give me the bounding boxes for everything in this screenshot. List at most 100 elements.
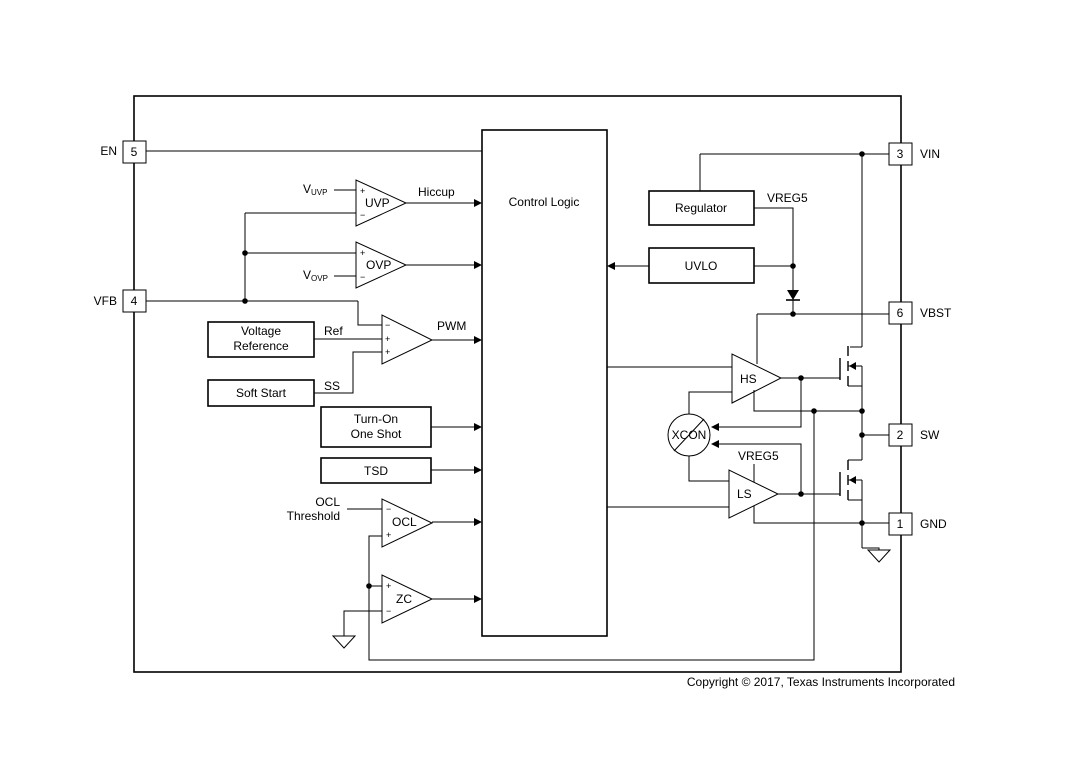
pin-vbst-number: 6 [897,306,904,320]
vreg5-top-label: VREG5 [767,191,808,205]
zc-label: ZC [396,592,412,606]
zc-plus: + [386,581,391,591]
ocl-comparator [381,498,434,548]
soft-start-label: Soft Start [236,386,287,400]
wire-xcon-hs [688,391,732,414]
turn-on-line1: Turn-On [354,412,398,426]
copyright: Copyright © 2017, Texas Instruments Inco… [687,675,955,689]
hs-label: HS [740,372,757,386]
wire-hs-feedback [719,378,802,428]
uvlo-label: UVLO [685,259,718,273]
voltage-reference-line1: Voltage [241,324,281,338]
pin-vin-label: VIN [920,147,940,161]
voltage-reference-line2: Reference [233,339,289,353]
uvlo-block [648,247,755,284]
vuvp-label: VUVP [303,182,327,197]
ls-mosfet-arrow [849,476,856,484]
node-vreg5 [790,263,796,269]
ground-right [866,549,892,563]
pin-vin-number: 3 [897,147,904,161]
pin-gnd-label: GND [920,517,947,531]
pwm-label: PWM [437,319,466,333]
wire-ls-ground [753,506,862,524]
wire-hs-source [753,390,862,412]
arrow-zc [474,595,482,603]
xcon-slash [673,418,705,452]
control-logic-block [481,129,608,637]
ss-label: SS [324,379,340,393]
hs-mosfet-source [848,385,863,411]
arrow-ls-feedback [711,440,719,448]
pwm-plus-2: + [385,347,390,357]
vreg5-bottom-label: VREG5 [738,449,779,463]
ocl-threshold-line1: OCL [315,495,340,509]
hiccup-label: Hiccup [418,185,455,199]
ovp-plus: + [360,248,365,258]
zc-minus: − [386,606,391,616]
turn-on-one-shot-block [320,406,432,448]
ovp-comparator [355,241,408,289]
pin-vbst-box [888,301,913,325]
pin-en-label: EN [100,144,117,158]
pin-vbst-label: VBST [920,306,952,320]
ocl-plus: + [386,530,391,540]
pin-gnd-box [888,512,913,536]
pin-sw-label: SW [920,428,940,442]
wire-xcon-ls [688,456,732,482]
wire-gnd-symbol [862,547,880,550]
arrow-uvlo [607,262,615,270]
xcon-label: XCON [672,428,707,442]
chip-outline [133,95,902,673]
tsd-label: TSD [364,464,388,478]
ls-label: LS [737,487,752,501]
wire-vfb-pwm [357,301,382,326]
ovp-minus: − [360,272,365,282]
ovp-label: OVP [366,258,391,272]
uvp-minus: − [360,210,365,220]
arrow-tsd [474,466,482,474]
pin-en-box [122,140,147,164]
wire-zc-minus-gnd [343,610,382,636]
tsd-block [320,457,432,484]
regulator-label: Regulator [675,201,727,215]
pin-vfb-label: VFB [94,294,117,308]
ocl-threshold-line2: Threshold [287,509,340,523]
pwm-minus: − [385,320,390,330]
arrow-hiccup [474,199,482,207]
arrow-hs-feedback [711,423,719,431]
control-logic-label: Control Logic [509,195,580,209]
soft-start-block [207,379,315,407]
node-vfb-2 [242,298,248,304]
wire-ss [314,351,382,394]
pwm-plus-1: + [385,334,390,344]
hs-driver [731,353,783,404]
ocl-label: OCL [392,515,417,529]
hs-mosfet-arrow [849,362,856,370]
pin-sw-number: 2 [897,428,904,442]
ref-label: Ref [324,324,343,338]
node-sw-1 [811,408,817,414]
regulator-block [648,190,755,226]
wire-ocl-plus [368,535,382,586]
uvp-plus: + [360,186,365,196]
node-vfb-1 [242,250,248,256]
pin-gnd-number: 1 [897,517,904,531]
turn-on-line2: One Shot [351,427,402,441]
bootstrap-diode [787,290,799,300]
pin-vfb-number: 4 [131,294,138,308]
voltage-reference-block [207,321,315,358]
node-sw-pin [859,432,865,438]
uvp-label: UVP [365,196,390,210]
arrow-ocl [474,518,482,526]
ground-left [331,635,357,649]
zc-comparator [381,574,434,624]
vovp-label: VOVP [303,268,328,283]
wire-ls-feedback [719,443,802,494]
arrow-ovp [474,261,482,269]
wire-vreg5 [754,207,794,290]
arrow-turn-on [474,423,482,431]
arrow-pwm [474,336,482,344]
wire-sw-sense [368,411,815,661]
pin-en-number: 5 [131,145,138,159]
